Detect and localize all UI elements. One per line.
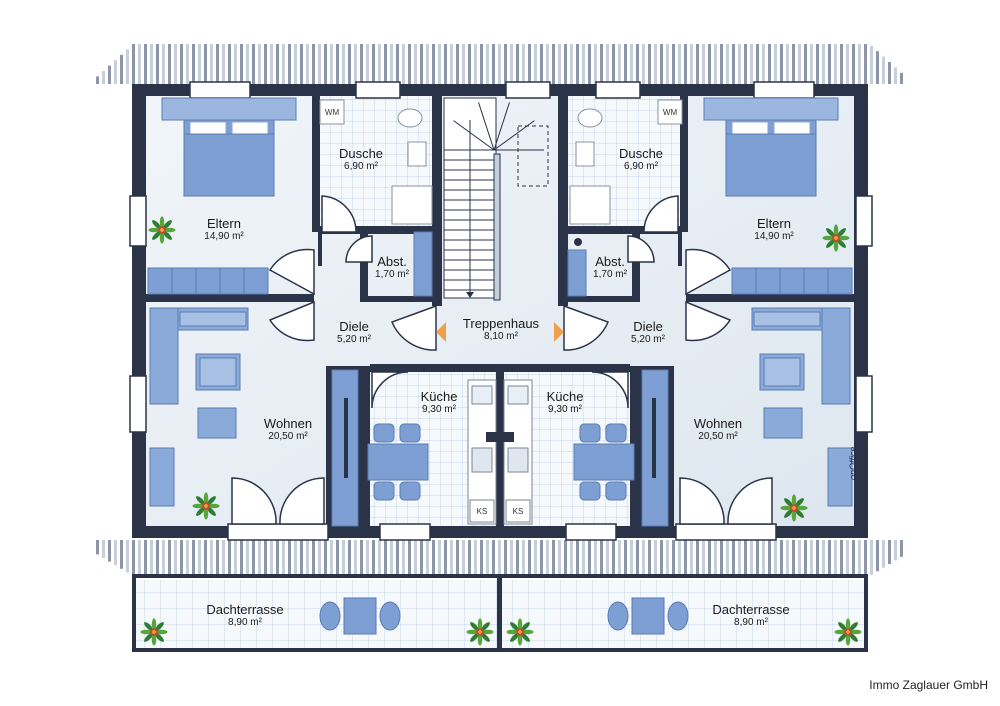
room-abst-right: Abst.1,70 m²	[593, 254, 627, 280]
staircase	[443, 97, 549, 301]
kitchen-counters	[467, 379, 533, 525]
door-swings	[231, 195, 773, 525]
terrace-left-floor	[136, 580, 498, 650]
drain-dot	[574, 238, 582, 246]
brand-watermark: onOffice	[848, 446, 858, 480]
terrace-table-left	[319, 597, 401, 635]
plant-icon	[148, 216, 176, 244]
tv-right	[652, 398, 656, 478]
roof-slats-bottom	[96, 540, 903, 576]
plant-icon	[140, 618, 168, 646]
kitchen-divider	[486, 432, 514, 442]
bed-right	[703, 97, 839, 197]
plants	[140, 216, 862, 646]
washer-label-right: WM	[662, 108, 678, 117]
stair-arrow-right	[554, 322, 564, 342]
sofa-right	[751, 307, 853, 507]
room-abst-left: Abst.1,70 m²	[375, 254, 409, 280]
plant-icon	[780, 494, 808, 522]
terrace-table-right	[607, 597, 689, 635]
plant-icon	[506, 618, 534, 646]
dining-right	[573, 423, 635, 501]
stair-arrow-left	[436, 322, 446, 342]
bed-left	[161, 97, 297, 197]
tv-left	[344, 398, 348, 478]
company-name: Immo Zaglauer GmbH	[869, 678, 988, 692]
washer-label-left: WM	[324, 108, 340, 117]
roof-slats-top	[96, 44, 903, 84]
fridge-label-left: KS	[476, 507, 488, 516]
plant-icon	[192, 492, 220, 520]
plant-icon	[834, 618, 862, 646]
bathroom-fixtures	[319, 99, 683, 225]
fridge-label-right: KS	[512, 507, 524, 516]
plant-icon	[822, 224, 850, 252]
windows	[129, 81, 873, 541]
wardrobes	[147, 231, 853, 527]
dining-left	[367, 423, 429, 501]
plant-icon	[466, 618, 494, 646]
sofa-left	[149, 307, 249, 507]
